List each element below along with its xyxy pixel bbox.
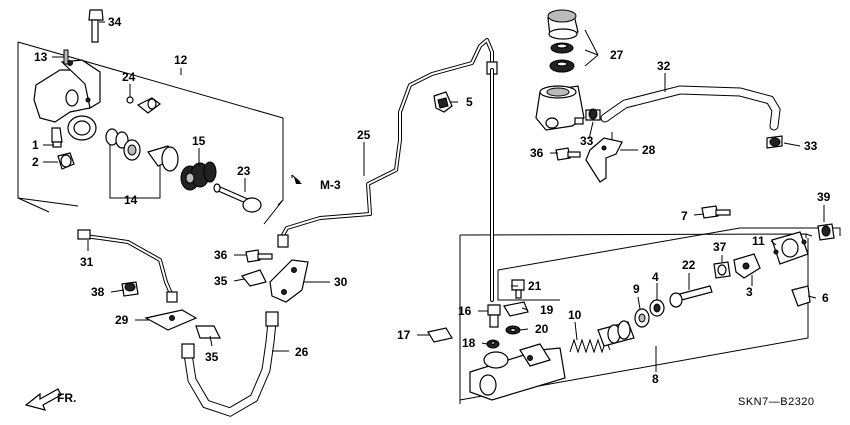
callout-8: 8 [652, 372, 659, 386]
o-ring-small [126, 96, 134, 104]
callout-19: 19 [540, 303, 554, 317]
clip-35-lower [195, 325, 221, 339]
callout-14: 14 [124, 193, 138, 207]
bolt-top [88, 9, 104, 43]
callout-30: 30 [334, 275, 348, 289]
callout-4: 4 [652, 270, 659, 284]
callout-1: 1 [32, 138, 39, 152]
seal-20 [505, 325, 521, 335]
callout-39: 39 [817, 190, 831, 204]
stud-bolt [63, 49, 69, 65]
bleeder-cap [57, 152, 75, 170]
master-cylinder-body [469, 343, 566, 401]
seal-9 [634, 308, 650, 328]
clip-6 [791, 285, 811, 307]
hose-clip-33b [766, 135, 783, 149]
clutch-pipe-31 [77, 229, 178, 303]
reservoir-seals [549, 42, 575, 73]
callout-11: 11 [752, 234, 765, 248]
callout-32: 32 [657, 59, 671, 73]
diagram-code: SKN7—B2320 [738, 396, 815, 408]
callout-34: 34 [108, 15, 122, 29]
callout-7: 7 [681, 209, 688, 223]
callout-5: 5 [466, 95, 473, 109]
cup-seal [136, 97, 161, 114]
callout-21: 21 [528, 279, 542, 293]
pushrod-22 [669, 285, 713, 308]
callout-28: 28 [642, 143, 656, 157]
callout-27: 27 [610, 48, 624, 62]
washer-18 [486, 339, 500, 349]
clip-5 [433, 91, 453, 113]
fitting-19 [503, 301, 529, 317]
clip-35-mid [240, 269, 267, 287]
callout-20: 20 [535, 322, 549, 336]
nut-38 [121, 281, 139, 297]
reservoir-clip-33a [585, 108, 601, 121]
callout-36-upper: 36 [530, 146, 544, 160]
nut-39 [817, 223, 835, 241]
piston [147, 145, 179, 172]
bracket-30 [269, 259, 309, 303]
callout-33a: 33 [580, 134, 594, 148]
leader-lines [43, 21, 825, 372]
piston-assembly [597, 320, 635, 347]
bolt-7 [701, 205, 731, 219]
gasket-11 [771, 231, 809, 265]
callout-33b: 33 [804, 139, 818, 153]
callout-37: 37 [713, 240, 727, 254]
callout-12: 12 [174, 53, 188, 67]
bleeder-screw [51, 127, 63, 148]
callout-36-mid: 36 [214, 248, 228, 262]
callout-6: 6 [822, 291, 829, 305]
hose-clip-17 [427, 327, 453, 343]
reservoir-bracket [585, 132, 623, 183]
callout-3: 3 [746, 285, 753, 299]
clutch-pipe-upper [277, 38, 498, 248]
callout-35-lower: 35 [205, 350, 219, 364]
spring-10 [569, 338, 611, 354]
nut-37 [713, 261, 731, 279]
callout-17: 17 [397, 328, 411, 342]
union-bolt-16 [487, 304, 501, 328]
reference-m3-label: M-3 [320, 178, 341, 192]
clutch-hose-26 [181, 311, 279, 417]
clevis-3 [733, 253, 761, 279]
callout-16: 16 [458, 304, 472, 318]
callout-numbers: 34 13 12 24 1 2 14 15 23 25 5 27 32 33 3… [32, 15, 831, 386]
callout-18: 18 [462, 336, 476, 350]
callout-24: 24 [122, 70, 136, 84]
callout-22: 22 [682, 258, 696, 272]
callout-2: 2 [32, 155, 39, 169]
slave-cylinder-body [33, 59, 101, 141]
reference-m3: M-3 [291, 174, 341, 192]
boot [180, 161, 217, 191]
bracket-29 [144, 309, 198, 331]
piston-seals [105, 128, 141, 161]
bolt-36-mid [245, 249, 273, 263]
callout-25: 25 [357, 128, 371, 142]
callout-29: 29 [115, 313, 129, 327]
callout-31: 31 [80, 255, 94, 269]
callout-23: 23 [237, 164, 251, 178]
seal-4 [649, 299, 665, 317]
callout-15: 15 [192, 134, 206, 148]
callout-13: 13 [34, 50, 48, 64]
pushrod [213, 183, 262, 213]
reservoir-body [535, 85, 585, 131]
callout-26: 26 [295, 345, 309, 359]
bracket-bolt-36 [555, 147, 581, 161]
reservoir-hose [600, 85, 781, 131]
callout-9: 9 [633, 282, 640, 296]
group-frames [17, 41, 841, 404]
front-label: FR. [57, 391, 76, 405]
callout-10: 10 [568, 308, 582, 322]
callout-35-mid: 35 [214, 274, 228, 288]
front-arrow: FR. [24, 388, 76, 411]
fitting-21 [511, 279, 525, 299]
reservoir-cap [547, 9, 579, 40]
callout-38: 38 [91, 285, 105, 299]
